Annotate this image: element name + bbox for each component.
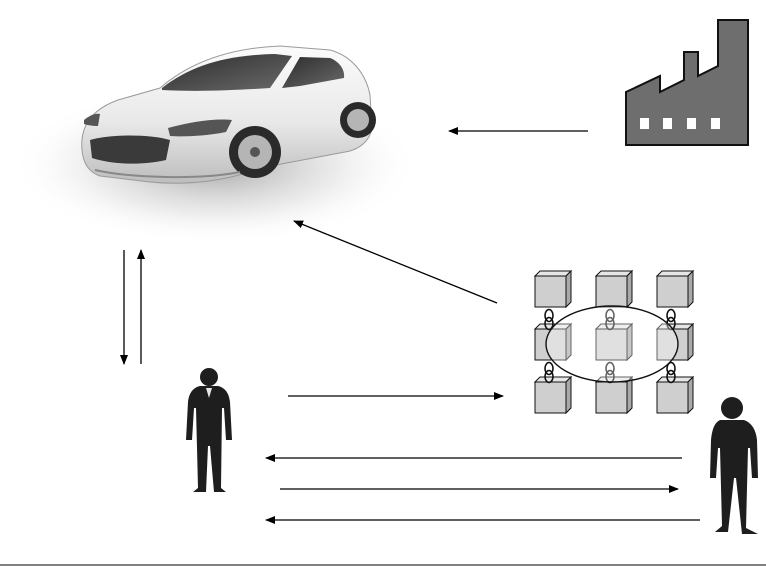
block-2-0 bbox=[535, 377, 571, 413]
person-icon bbox=[710, 397, 758, 534]
block-0-0 bbox=[535, 271, 571, 307]
arrow-blockchain-to-car bbox=[294, 221, 497, 303]
block-0-2 bbox=[657, 271, 693, 307]
blockchain-icon bbox=[535, 271, 693, 413]
businessman-icon bbox=[186, 368, 232, 492]
factory-icon bbox=[626, 20, 748, 145]
car-icon bbox=[10, 46, 420, 245]
consensus-ellipse bbox=[546, 306, 678, 382]
block-0-1 bbox=[596, 271, 632, 307]
block-2-2 bbox=[657, 377, 693, 413]
